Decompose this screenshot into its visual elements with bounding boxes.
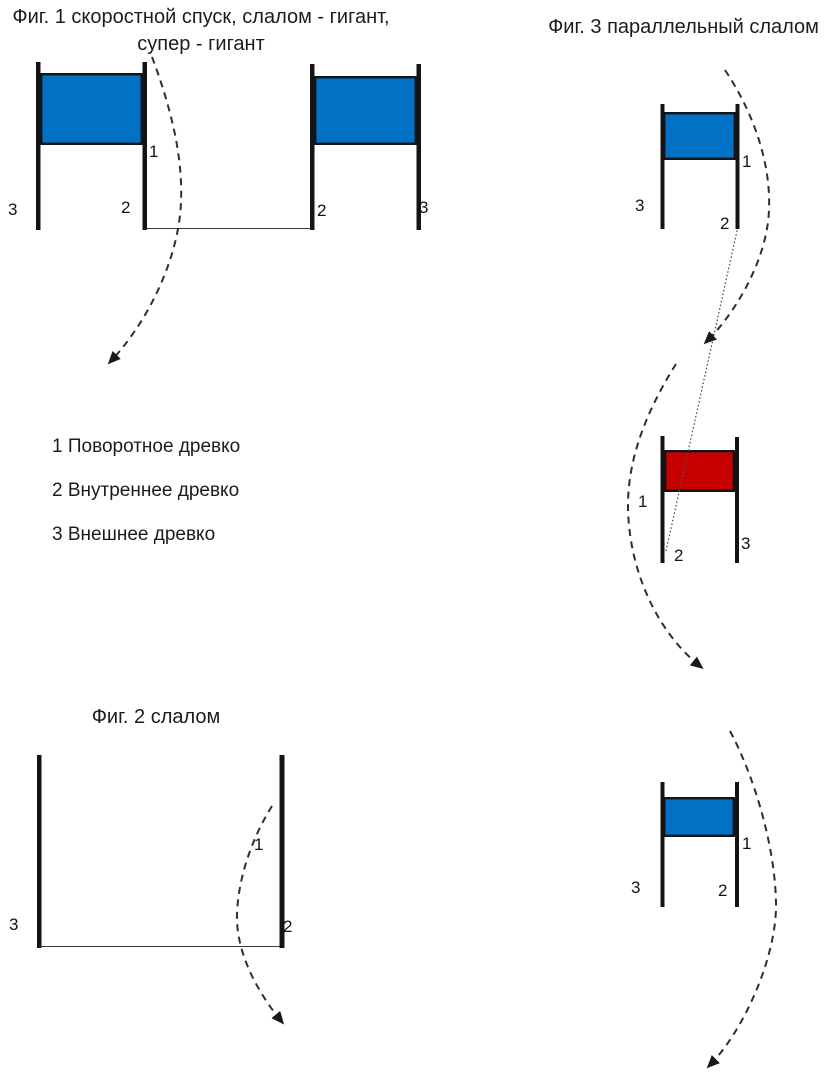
turning-pole (279, 755, 285, 948)
pole-label-turning: 1 (254, 835, 264, 854)
pole-label-inner: 2 (317, 201, 327, 220)
legend-item-turning-pole: 1 Поворотное древко (52, 436, 241, 457)
legend-item-inner-pole: 2 Внутреннее древко (52, 480, 240, 501)
figure-1-gates (36, 56, 421, 365)
figure-1-title: Фиг. 1 скоростной спуск, слалом - гигант… (0, 4, 402, 58)
ski-path-arrow (235, 805, 285, 1025)
figure-3-title: Фиг. 3 параллельный слалом (548, 16, 819, 38)
pole-label-outer: 3 (741, 534, 751, 553)
turning-pole (735, 782, 739, 907)
pole-label-outer: 3 (631, 878, 641, 897)
figure-1-title-line2: супер - гигант (137, 33, 265, 55)
figure-1-title-line1: Фиг. 1 скоростной спуск, слалом - гигант… (12, 6, 390, 28)
pole-label-turning: 1 (149, 142, 159, 161)
pole-label-inner: 2 (718, 881, 728, 900)
figure-2-gates (37, 755, 285, 1025)
pole-label-turning: 1 (638, 492, 648, 511)
ski-path-arrow (107, 56, 183, 365)
pole-label-outer: 3 (8, 200, 18, 219)
pole-label-outer: 3 (419, 198, 429, 217)
gate-flag-red (664, 450, 736, 493)
pole-label-outer: 3 (9, 915, 19, 934)
outer-pole (36, 62, 41, 230)
pole-label-inner: 2 (720, 214, 730, 233)
gate-flag-blue (40, 72, 143, 145)
pole-label-inner: 2 (121, 198, 131, 217)
pole-label-inner: 2 (283, 917, 293, 936)
pole-label-inner: 2 (674, 546, 684, 565)
outer-pole (416, 64, 421, 230)
gate-flag-blue (314, 75, 418, 145)
outer-pole (660, 782, 665, 907)
turning-pole (142, 62, 147, 230)
outer-pole (660, 104, 665, 229)
gate-flag-blue (663, 111, 737, 160)
ski-path-arrow (626, 363, 704, 670)
figure-3-gates (626, 69, 778, 1069)
turning-pole (660, 436, 665, 563)
legend-item-outer-pole: 3 Внешнее древко (52, 524, 216, 545)
outer-pole (735, 437, 739, 563)
pole-label-turning: 1 (742, 834, 752, 853)
ski-path-arrow (706, 730, 778, 1069)
race-line-dotted (665, 230, 738, 552)
gate-flag-blue (663, 797, 736, 838)
figure-2-title: Фиг. 2 слалом (91, 706, 221, 728)
outer-pole (37, 755, 42, 948)
pole-label-outer: 3 (635, 196, 645, 215)
turning-pole (310, 64, 315, 230)
pole-label-turning: 1 (742, 152, 752, 171)
turning-pole (735, 104, 740, 229)
